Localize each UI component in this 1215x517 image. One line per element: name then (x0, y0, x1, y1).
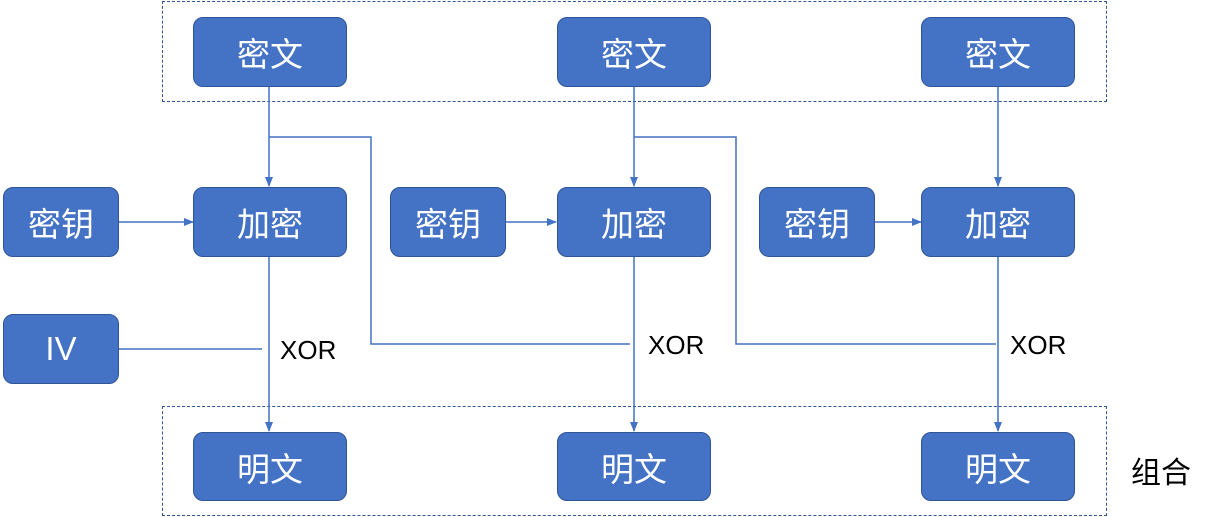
cipher2-feedback-line (634, 136, 996, 345)
plaintext-box-3: 明文 (921, 432, 1075, 501)
ciphertext-box-3: 密文 (921, 17, 1075, 87)
ciphertext-box-1: 密文 (193, 17, 347, 87)
key-box-1: 密钥 (3, 187, 119, 257)
key-box-2: 密钥 (390, 187, 506, 257)
encrypt-box-3: 加密 (921, 187, 1075, 257)
xor-label-1: XOR (280, 335, 337, 365)
xor-label-2: XOR (648, 330, 705, 360)
encrypt-box-1: 加密 (193, 187, 347, 257)
plaintext-box-2: 明文 (557, 432, 711, 501)
xor-label-3: XOR (1010, 330, 1067, 360)
encrypt-box-2: 加密 (557, 187, 711, 257)
iv-box: IV (3, 314, 119, 384)
key-box-3: 密钥 (759, 187, 875, 257)
plaintext-box-1: 明文 (193, 432, 347, 501)
ciphertext-box-2: 密文 (557, 17, 711, 87)
cipher1-feedback-line (269, 136, 630, 345)
group-label: 组合 (1131, 456, 1191, 491)
